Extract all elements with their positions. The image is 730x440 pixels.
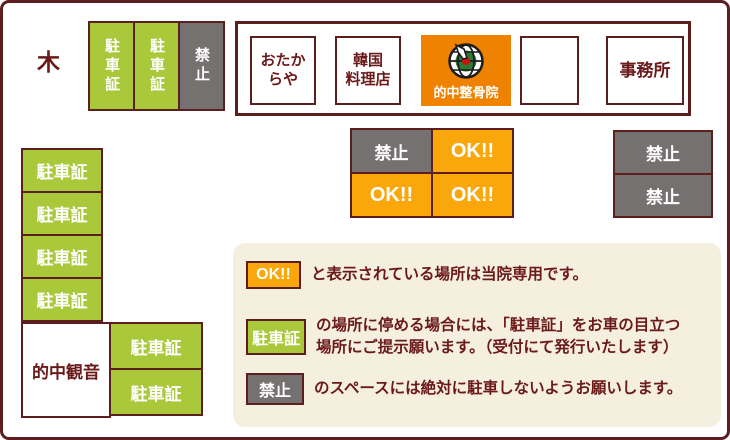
parking-permit-space: 駐車証 <box>90 23 133 109</box>
no-parking-space: 禁止 <box>615 132 711 173</box>
empty-unit <box>520 36 579 105</box>
permit-badge: 駐車証 <box>246 319 306 356</box>
ok-badge: OK!! <box>246 261 301 289</box>
parking-permit-space: 駐車証 <box>23 150 101 191</box>
legend-item-ok: OK!! と表示されている場所は当院専用です。 <box>246 261 588 289</box>
shop-korean-restaurant: 韓国 料理店 <box>335 36 401 105</box>
office-unit: 事務所 <box>606 36 684 105</box>
center-parking-grid: 禁止 OK!! OK!! OK!! <box>350 128 514 218</box>
legend-item-permit: 駐車証 の場所に停める場合には、「駐車証」をお車の目立つ 場所にご提示願います。… <box>246 315 680 360</box>
no-parking-space: 禁止 <box>352 130 431 172</box>
right-parking-column: 禁止 禁止 <box>613 130 713 218</box>
clinic-ok-space: OK!! <box>433 130 512 172</box>
legend-item-forbidden: 禁止 のスペースには絶対に駐車しないようお願いします。 <box>246 373 682 405</box>
left-parking-column: 駐車証 駐車証 駐車証 駐車証 <box>21 148 103 322</box>
forbidden-badge: 禁止 <box>246 373 304 405</box>
parking-permit-space: 駐車証 <box>23 193 101 234</box>
kannon-parking-column: 駐車証 駐車証 <box>109 322 203 416</box>
parking-permit-space: 駐車証 <box>111 324 201 368</box>
parking-permit-space: 駐車証 <box>111 370 201 414</box>
parking-permit-space: 駐車証 <box>23 236 101 277</box>
parking-permit-space: 駐車証 <box>23 279 101 320</box>
no-parking-space: 禁止 <box>615 175 711 216</box>
clinic-label: 的中整骨院 <box>433 84 499 100</box>
parking-permit-space: 駐車証 <box>135 23 178 109</box>
top-parking-strip: 駐車証 駐車証 禁止 <box>88 21 225 111</box>
legend-text-permit: の場所に停める場合には、「駐車証」をお車の目立つ 場所にご提示願います。（受付に… <box>316 317 681 357</box>
legend-text-ok: と表示されている場所は当院専用です。 <box>311 265 588 283</box>
clinic-ok-space: OK!! <box>433 174 512 216</box>
legend-panel: OK!! と表示されている場所は当院専用です。 駐車証 の場所に停める場合には、… <box>233 243 721 427</box>
clinic-target-logo-icon <box>448 42 484 79</box>
legend-text-forbidden: のスペースには絶対に駐車しないようお願いします。 <box>314 379 683 397</box>
no-parking-space: 禁止 <box>180 23 223 109</box>
kannon-building: 的中観音 <box>21 322 111 418</box>
clinic-building: 的中整骨院 <box>421 35 511 106</box>
tree-label: 木 <box>37 49 60 75</box>
shop-otakaraya: おたか らや <box>250 36 316 105</box>
clinic-ok-space: OK!! <box>352 174 431 216</box>
buildings-box: おたか らや 韓国 料理店 的中整骨院 事務所 <box>235 21 691 116</box>
